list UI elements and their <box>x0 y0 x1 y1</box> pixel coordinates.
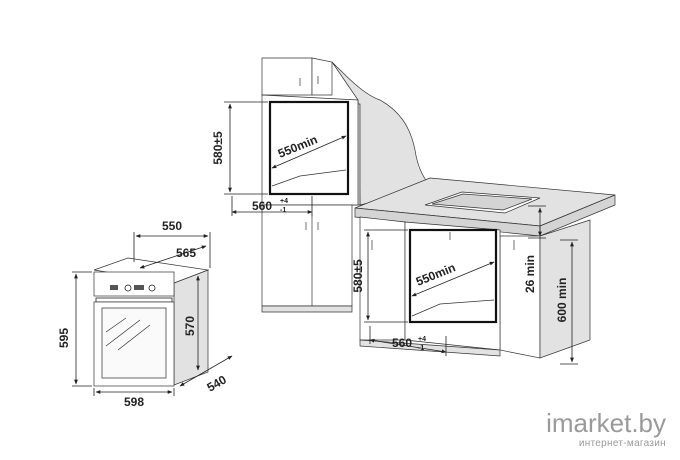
dim-oven-width: 598 <box>124 395 144 409</box>
dim-oven-depth-top: 550 <box>162 219 182 233</box>
oven-control-panel <box>93 271 175 297</box>
oven-handle <box>95 297 173 303</box>
watermark-tagline: интернет-магазин <box>579 438 666 449</box>
dimension-labels: 550 565 595 570 598 540 580±5 550min 560… <box>57 131 569 409</box>
knob-right-icon <box>148 284 156 292</box>
dim-upper-tol-plus: +4 <box>280 198 288 205</box>
dim-upper-niche-height: 580±5 <box>211 131 225 165</box>
dim-oven-height: 595 <box>57 328 71 348</box>
upper-cabinet <box>261 57 433 313</box>
dim-lower-tol-plus: +4 <box>418 336 426 343</box>
dim-lower-tol-minus: -1 <box>418 345 424 352</box>
dim-lower-niche-width: 560 <box>392 336 412 350</box>
watermark-brand: imarket.by <box>546 408 666 438</box>
watermark: imarket.by интернет-магазин <box>546 408 666 449</box>
dim-oven-depth-door: 565 <box>176 246 196 260</box>
dimension-lines <box>72 101 578 396</box>
dim-upper-tol-minus: -1 <box>280 207 286 214</box>
knob-left-icon <box>124 284 132 292</box>
dim-upper-niche-width: 560 <box>252 199 272 213</box>
dim-oven-body-height: 570 <box>183 316 197 336</box>
dim-floor-height: 600 min <box>555 278 569 323</box>
oven-display <box>110 285 118 290</box>
dim-oven-side-depth: 540 <box>205 372 230 394</box>
kitchen-counter <box>354 177 616 359</box>
dim-top-gap: 26 min <box>523 255 537 293</box>
dim-lower-niche-height: 580±5 <box>351 259 365 293</box>
